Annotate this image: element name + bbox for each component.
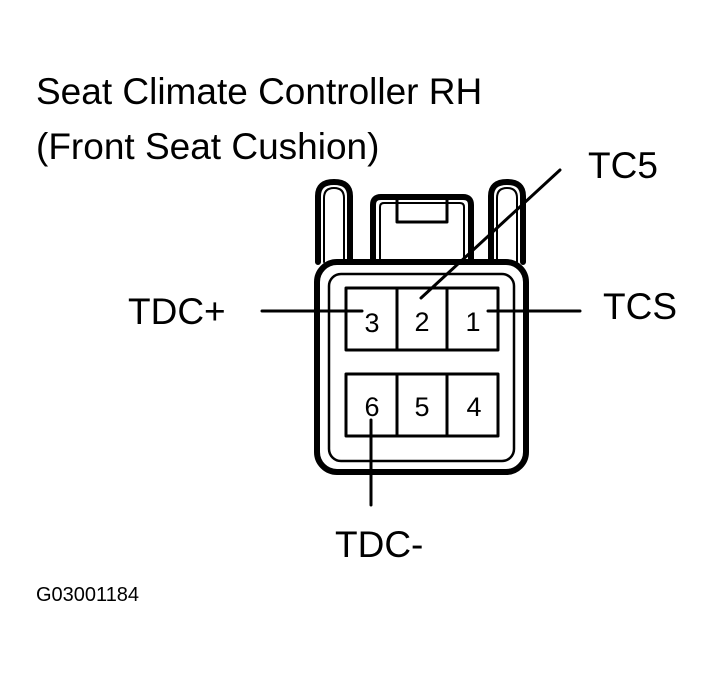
pin-number-4: 4 xyxy=(466,392,481,422)
diagram-title-line1: Seat Climate Controller RH xyxy=(36,71,483,112)
connector-right-latch xyxy=(488,179,526,265)
leader-line-tc5 xyxy=(419,168,562,300)
connector-bottom-row xyxy=(344,372,500,438)
figure-id: G03001184 xyxy=(36,584,140,606)
pin-number-5: 5 xyxy=(414,392,429,422)
pin-number-6: 6 xyxy=(364,392,379,422)
diagram-title-line2: (Front Seat Cushion) xyxy=(36,126,380,167)
connector-left-latch xyxy=(315,179,353,265)
label-tcs: TCS xyxy=(603,286,677,327)
connector-top-row xyxy=(344,286,500,352)
connector-housing xyxy=(314,259,529,475)
label-tc5: TC5 xyxy=(588,145,658,186)
pin-number-2: 2 xyxy=(414,307,429,337)
pin-number-3: 3 xyxy=(364,308,379,338)
pin-number-1: 1 xyxy=(465,307,480,337)
connector-key xyxy=(370,194,474,265)
label-tdc-plus: TDC+ xyxy=(128,291,226,332)
label-tdc-minus: TDC- xyxy=(335,524,424,565)
